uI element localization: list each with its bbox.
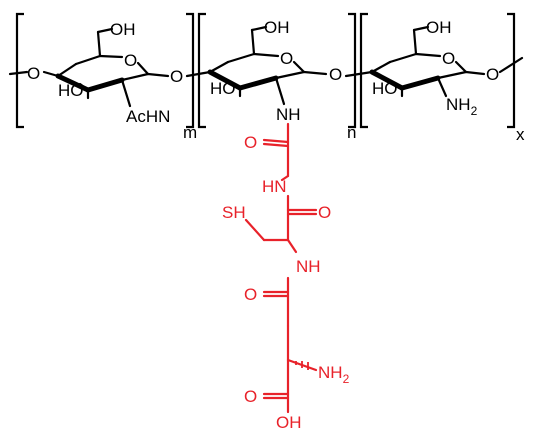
unit-x-link-o-right: O [486,65,499,84]
gly-carbonyl-o: O [244,133,257,152]
unit-m-oh-label: OH [110,20,136,39]
cys-thiol-label: SH [222,203,246,222]
cys-nh-label: NH [296,257,321,276]
bracket-x-right [507,12,516,129]
unit-n-nh-label: NH [276,105,301,124]
glu-amide-o: O [244,285,257,304]
glu-amine-label: NH2 [318,363,350,386]
unit-m-acetamido-label: AcHN [126,107,170,126]
unit-x-amine-label: NH2 [446,95,478,118]
bracket-m-right [186,12,195,129]
unit-m-ring-o-label: O [124,51,137,70]
unit-n-ring-o-label: O [280,49,293,68]
subscript-n: n [347,123,356,142]
conjugate-bonds [244,122,318,414]
unit-x-ring-o-label: O [442,49,455,68]
bracket-x-left [359,12,368,129]
link-o-m-n: O [170,67,183,86]
glu-hydroxyl-label: OH [276,413,302,432]
unit-n-bonds [185,25,328,106]
subscript-m: m [183,123,197,142]
unit-m-bonds [8,27,170,108]
unit-m-link-o-left: O [27,64,40,83]
bracket-n-right [348,12,357,129]
link-o-n-x: O [329,65,342,84]
bracket-m-left [15,12,24,129]
bracket-n-left [197,12,206,129]
unit-n-oh-label: OH [264,18,290,37]
unit-x-bonds [344,25,524,98]
unit-m-ho-label: HO [58,81,84,100]
gly-nh-label: HN [262,177,287,196]
subscript-x: x [516,125,525,144]
unit-x-oh-label: OH [426,18,452,37]
glu-carboxyl-o: O [244,387,257,406]
glu-alpha-hash-wedge [295,361,309,370]
unit-x-ho-label: HO [372,79,398,98]
cys-carbonyl-o: O [318,203,331,222]
polymer-brackets [15,12,516,129]
unit-n-ho-label: HO [210,79,236,98]
